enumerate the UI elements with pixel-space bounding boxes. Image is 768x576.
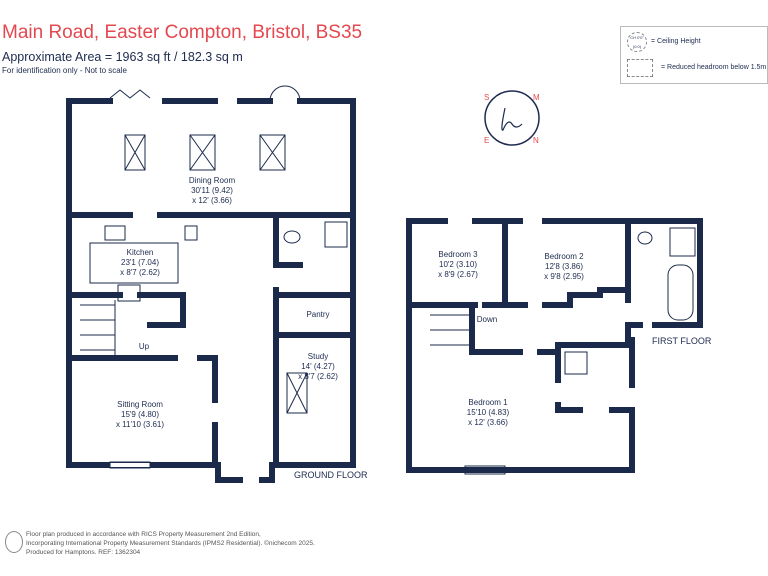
stairs-up-label: Up bbox=[138, 342, 150, 351]
ground-floor-fixtures bbox=[80, 85, 348, 469]
compass-letter: E bbox=[484, 136, 489, 145]
first-floor-label: FIRST FLOOR bbox=[652, 336, 712, 346]
room-pantry: Pantry bbox=[306, 310, 330, 319]
compass-letter: N bbox=[533, 136, 539, 145]
ground-floor-walls bbox=[66, 98, 356, 483]
approximate-area: Approximate Area = 1963 sq ft / 182.3 sq… bbox=[2, 50, 243, 64]
ceiling-height-label: = Ceiling Height bbox=[651, 38, 701, 45]
reduced-headroom-label: = Reduced headroom below 1.5m bbox=[661, 64, 767, 71]
compass-letter: M bbox=[533, 93, 540, 102]
property-address: Main Road, Easter Compton, Bristol, BS35 bbox=[2, 22, 363, 43]
ceiling-height-icon: CH 0'0"(0.0) bbox=[627, 32, 647, 52]
reduced-headroom-icon bbox=[627, 59, 653, 77]
stairs-down-label: Down bbox=[476, 315, 498, 324]
first-floor-walls bbox=[406, 218, 703, 473]
first-floor-fixtures bbox=[430, 227, 696, 475]
ground-floor-label: GROUND FLOOR bbox=[294, 470, 368, 480]
compass-letter: S bbox=[484, 93, 489, 102]
compass-logo: S M N E bbox=[484, 90, 540, 146]
footer: Floor plan produced in accordance with R… bbox=[26, 531, 315, 556]
person-scale-icon bbox=[5, 531, 23, 553]
scale-note: For identification only - Not to scale bbox=[2, 66, 127, 75]
